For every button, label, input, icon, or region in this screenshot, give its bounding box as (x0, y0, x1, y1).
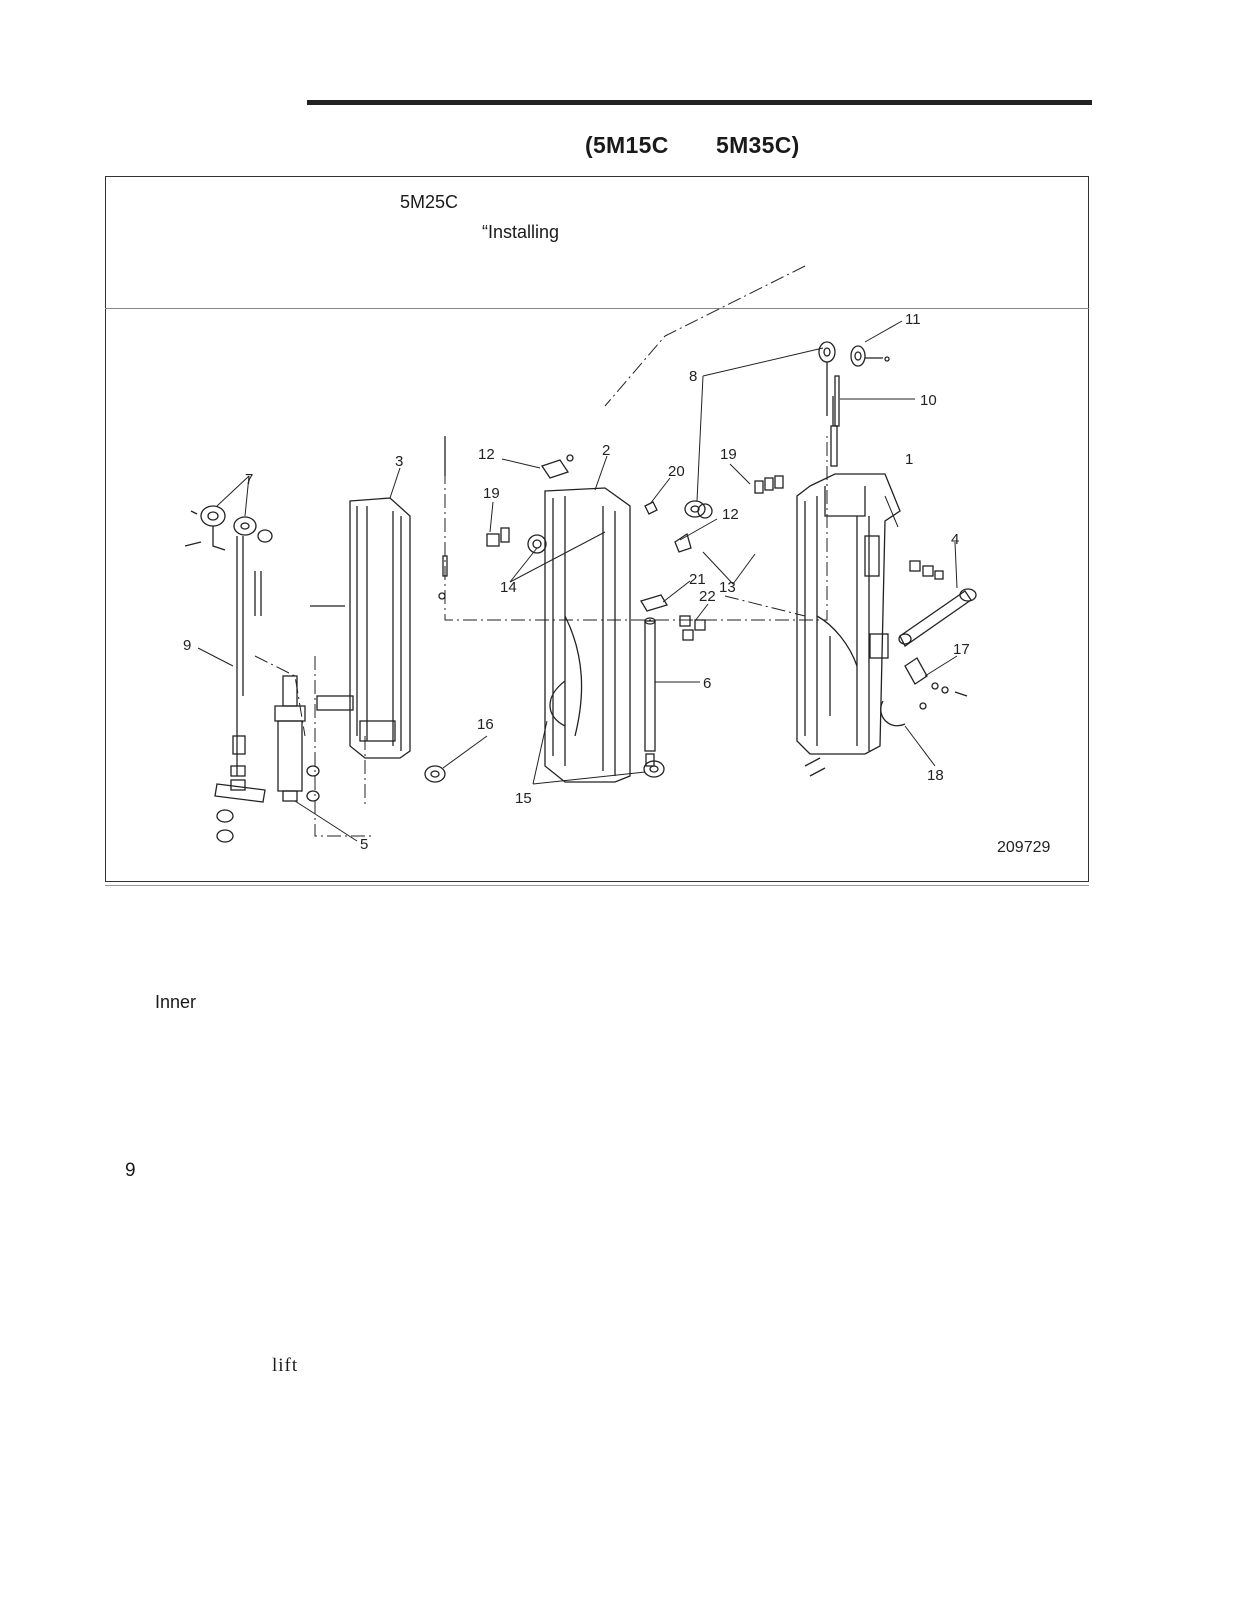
callout-13: 13 (719, 579, 736, 596)
leader-9 (197, 647, 234, 667)
figure-note-divider (105, 308, 1089, 309)
callout-21: 21 (689, 571, 706, 588)
step-number: 9 (125, 1160, 136, 1181)
leader-5 (294, 800, 358, 842)
figure-frame (105, 176, 1089, 882)
callout-10: 10 (920, 392, 937, 409)
mast-exploded-diagram: 1 2 3 4 5 6 7 8 9 10 11 12 12 13 14 15 1… (183, 265, 1050, 856)
callout-7: 7 (245, 471, 253, 488)
inner-mast-3 (310, 436, 448, 783)
guide-line-left (314, 656, 375, 837)
leader-16 (442, 735, 488, 769)
leader-17 (924, 655, 958, 677)
figure-note-reference: “Installing (482, 222, 560, 242)
leader-13b (702, 551, 734, 585)
guide-line-8 (604, 265, 806, 407)
leader-7b (244, 475, 250, 517)
header-rule (307, 100, 1092, 105)
callout-5: 5 (360, 836, 368, 853)
free-lift-cylinder-6 (640, 594, 706, 767)
figure-underline (105, 885, 1089, 886)
tilt-cylinder-4 (804, 588, 977, 777)
lift-cylinder-5 (214, 675, 320, 803)
callout-14: 14 (500, 579, 517, 596)
leader-12a (501, 458, 541, 469)
leader-13a (732, 553, 756, 585)
leader-4 (954, 541, 958, 589)
callout-8: 8 (689, 368, 697, 385)
chain-assembly-left (184, 505, 273, 843)
callout-9: 9 (183, 637, 191, 654)
leader-11 (864, 320, 903, 343)
figure-number: 209729 (997, 839, 1050, 856)
leader-19a (489, 501, 494, 533)
middle-mast-2 (486, 454, 706, 783)
callout-20: 20 (668, 463, 685, 480)
leader-14a (509, 547, 538, 583)
guide-line-top (444, 436, 828, 621)
callout-11: 11 (905, 311, 921, 328)
callout-6: 6 (703, 675, 711, 692)
leader-7a (216, 475, 250, 507)
leader-18 (904, 725, 936, 767)
callout-17: 17 (953, 641, 970, 658)
figure-note-model: 5M25C (400, 192, 459, 212)
body-word-lift: lift (272, 1355, 299, 1376)
leader-22 (694, 603, 709, 622)
callout-12a: 12 (478, 446, 495, 463)
leader-3 (389, 467, 401, 499)
callout-3: 3 (395, 453, 403, 470)
leader-14b (509, 531, 606, 583)
callout-18: 18 (927, 767, 944, 784)
body-word-inner: Inner (155, 992, 197, 1012)
callout-15: 15 (515, 790, 532, 807)
outer-mast-1 (754, 375, 944, 755)
callout-19b: 19 (720, 446, 737, 463)
guide-line-mid (724, 595, 806, 617)
leader-20 (649, 477, 671, 505)
title-model-start: (5M15C (585, 132, 669, 158)
callout-1: 1 (905, 451, 913, 468)
leader-1 (884, 495, 899, 528)
guide-line-cylinder (254, 655, 306, 737)
leader-19b (729, 463, 751, 485)
callout-19a: 19 (483, 485, 500, 502)
callout-12b: 12 (722, 506, 739, 523)
callout-2: 2 (602, 442, 610, 459)
leader-21 (662, 580, 691, 603)
leader-15b (532, 771, 646, 785)
callout-4: 4 (951, 531, 959, 548)
callout-16: 16 (477, 716, 494, 733)
top-sheave-assembly (697, 341, 890, 519)
leader-15a (532, 720, 548, 785)
leader-12b (679, 518, 718, 541)
title-model-end: 5M35C) (716, 132, 800, 158)
leader-8a (702, 347, 824, 377)
callout-22: 22 (699, 588, 716, 605)
leader-2 (594, 455, 608, 491)
leader-8b (696, 375, 704, 502)
